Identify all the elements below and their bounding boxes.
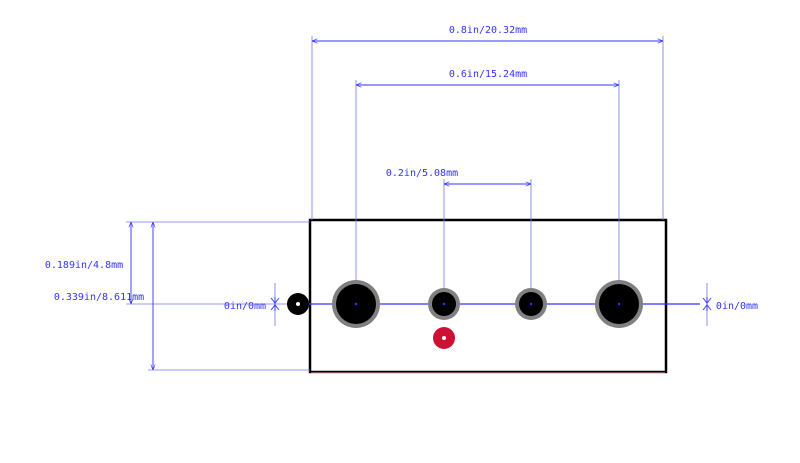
left-zero-label: 0in/0mm	[224, 301, 266, 312]
pad-2	[428, 288, 460, 320]
origin-marker-icon	[287, 293, 309, 315]
extension-lines	[126, 36, 708, 371]
half-height-label: 0.189in/4.8mm	[45, 260, 123, 271]
pad-4	[595, 280, 643, 328]
overall-width-label: 0.8in/20.32mm	[449, 25, 527, 36]
right-zero-label: 0in/0mm	[716, 301, 758, 312]
overall-height-label: 0.339in/8.611mm	[54, 292, 144, 303]
dimension-lines	[131, 41, 708, 370]
zero-dim-ticks	[270, 297, 712, 311]
outer-pin-spacing-label: 0.6in/15.24mm	[449, 69, 527, 80]
inner-pin-spacing-label: 0.2in/5.08mm	[386, 168, 458, 179]
pin1-marker-icon	[433, 327, 455, 349]
pad-1	[332, 280, 380, 328]
pad-3	[515, 288, 547, 320]
